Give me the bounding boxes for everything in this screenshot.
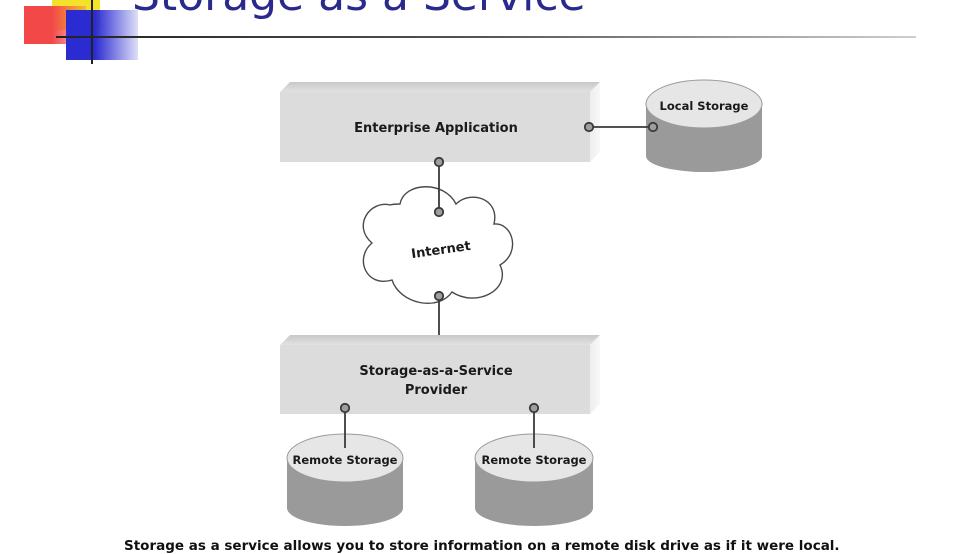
remote-storage-1-label: Remote Storage [293, 453, 398, 467]
provider-box: Storage-as-a-Service Provider [280, 335, 600, 414]
connector-internet-top [433, 156, 445, 218]
remote-storage-2-label: Remote Storage [482, 453, 587, 467]
connector-local-storage [583, 121, 659, 133]
enterprise-application-box: Enterprise Application [280, 82, 600, 162]
enterprise-application-label: Enterprise Application [354, 121, 518, 136]
diagram-caption: Storage as a service allows you to store… [124, 538, 840, 554]
title-decoration-vertical-line [91, 0, 93, 64]
provider-label-line1: Storage-as-a-Service [359, 364, 513, 379]
internet-cloud: Internet [362, 186, 514, 305]
connector-remote-storage-2 [528, 402, 540, 448]
slide-title: Storage as a Service [132, 0, 586, 21]
remote-storage-cylinder-1: Remote Storage [286, 433, 404, 526]
provider-label-line2: Provider [405, 383, 468, 398]
connector-remote-storage-1 [339, 402, 351, 448]
local-storage-cylinder: Local Storage [645, 79, 763, 172]
local-storage-label: Local Storage [660, 99, 749, 113]
title-decoration-blue [66, 10, 138, 60]
remote-storage-cylinder-2: Remote Storage [474, 433, 594, 526]
title-underline [56, 36, 916, 38]
